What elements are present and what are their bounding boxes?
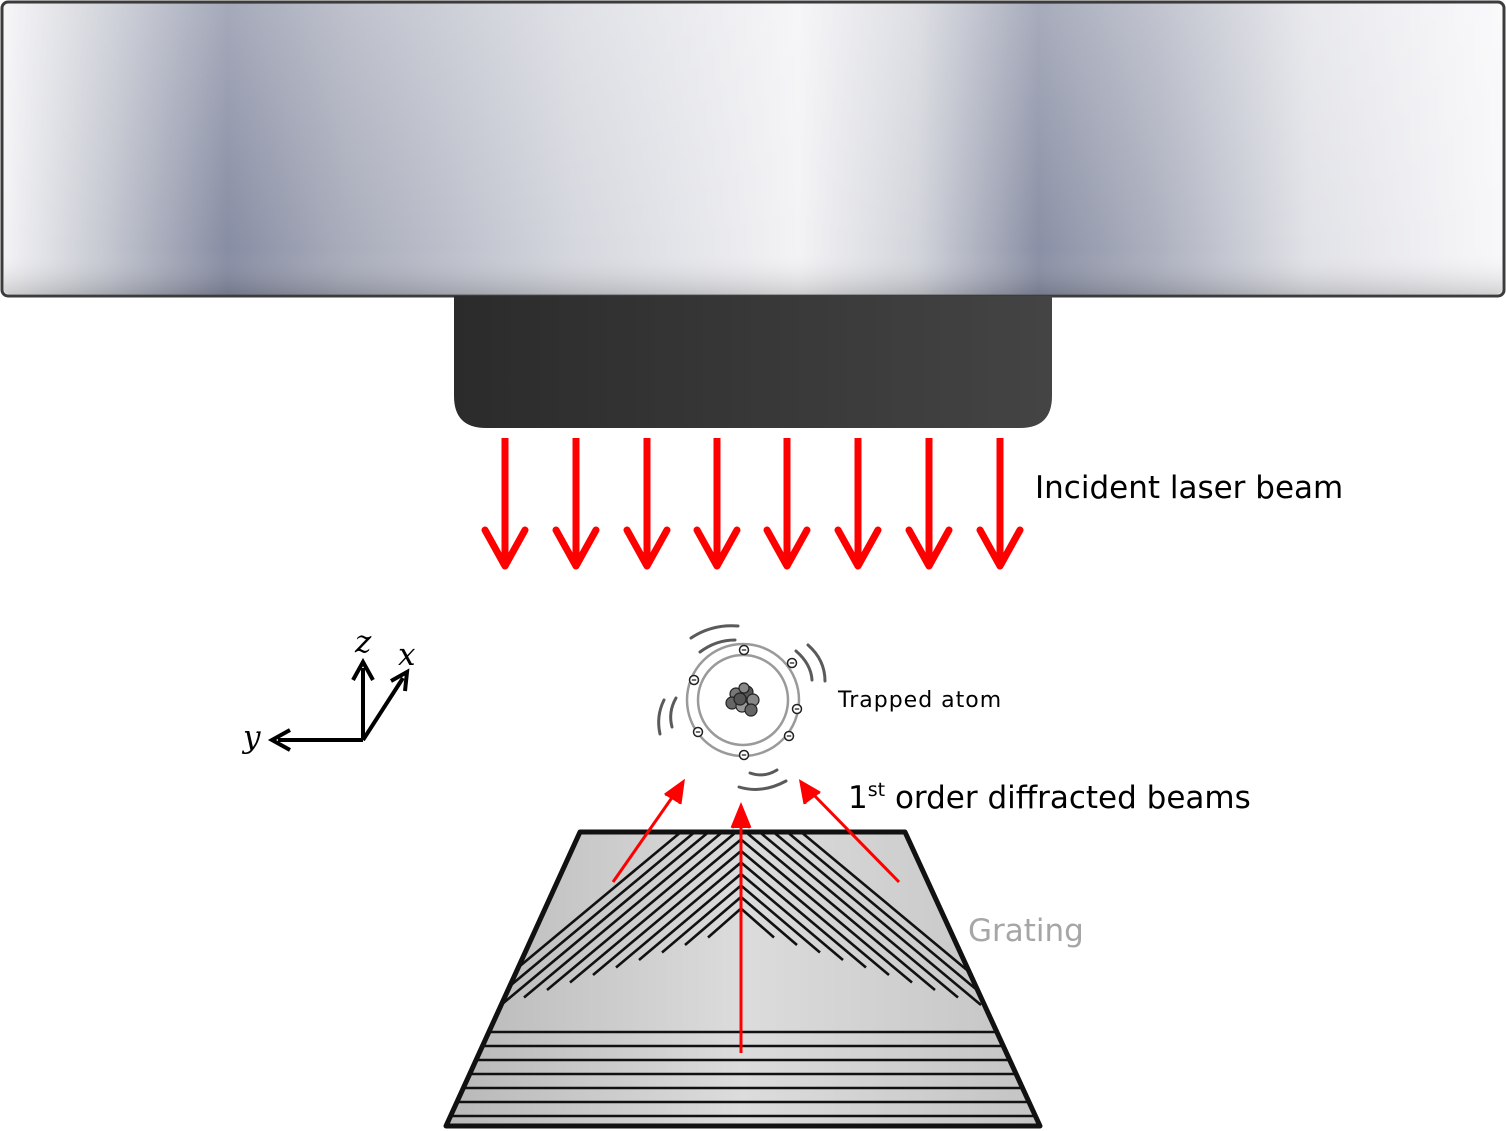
- electron-3: [688, 674, 700, 686]
- grating-groove-12: [454, 832, 1028, 1021]
- laser-source-housing: [454, 296, 1052, 428]
- grating-groove-10: [500, 832, 982, 1006]
- diffracted-beams: [611, 778, 901, 1053]
- electron-2: [786, 657, 798, 669]
- incident-beam-arrow-2: [552, 438, 600, 570]
- electron-7: [738, 749, 750, 761]
- electron-5: [692, 726, 704, 738]
- incident-beam-arrow-6: [834, 438, 882, 570]
- incident-beam-arrow-3: [623, 438, 671, 570]
- trapped-atom-illustration: [657, 624, 827, 791]
- trapped-atom-label: Trapped atom: [837, 688, 1002, 713]
- electron-6: [783, 730, 795, 742]
- incident-beam-arrow-8: [976, 438, 1024, 570]
- axis-z-label: z: [354, 624, 372, 660]
- incident-beam-arrows: [481, 438, 1024, 570]
- atom-nucleus: [725, 682, 760, 717]
- incident-beam-arrow-5: [763, 438, 811, 570]
- axis-x-label: x: [398, 637, 416, 673]
- atom-electrons: [688, 644, 803, 761]
- incident-beam-label: Incident laser beam: [1035, 470, 1343, 506]
- incident-beam-arrow-7: [905, 438, 953, 570]
- electron-1: [738, 644, 750, 656]
- grating: [443, 829, 1043, 1129]
- atom-motion-arcs: [657, 624, 827, 791]
- electron-4: [791, 703, 803, 715]
- incident-beam-arrow-4: [693, 438, 741, 570]
- grating-groove-11: [477, 832, 1005, 1014]
- grating-label: Grating: [968, 913, 1084, 949]
- coordinate-axes: [267, 657, 410, 752]
- axis-y-label: y: [241, 719, 261, 755]
- grating-groove-8: [546, 832, 936, 991]
- overhead-optic-bar: [0, 0, 1506, 298]
- incident-beam-arrow-1: [481, 438, 529, 570]
- diffracted-beams-label: 1st order diffracted beams: [848, 779, 1251, 816]
- grating-groove-9: [523, 832, 959, 999]
